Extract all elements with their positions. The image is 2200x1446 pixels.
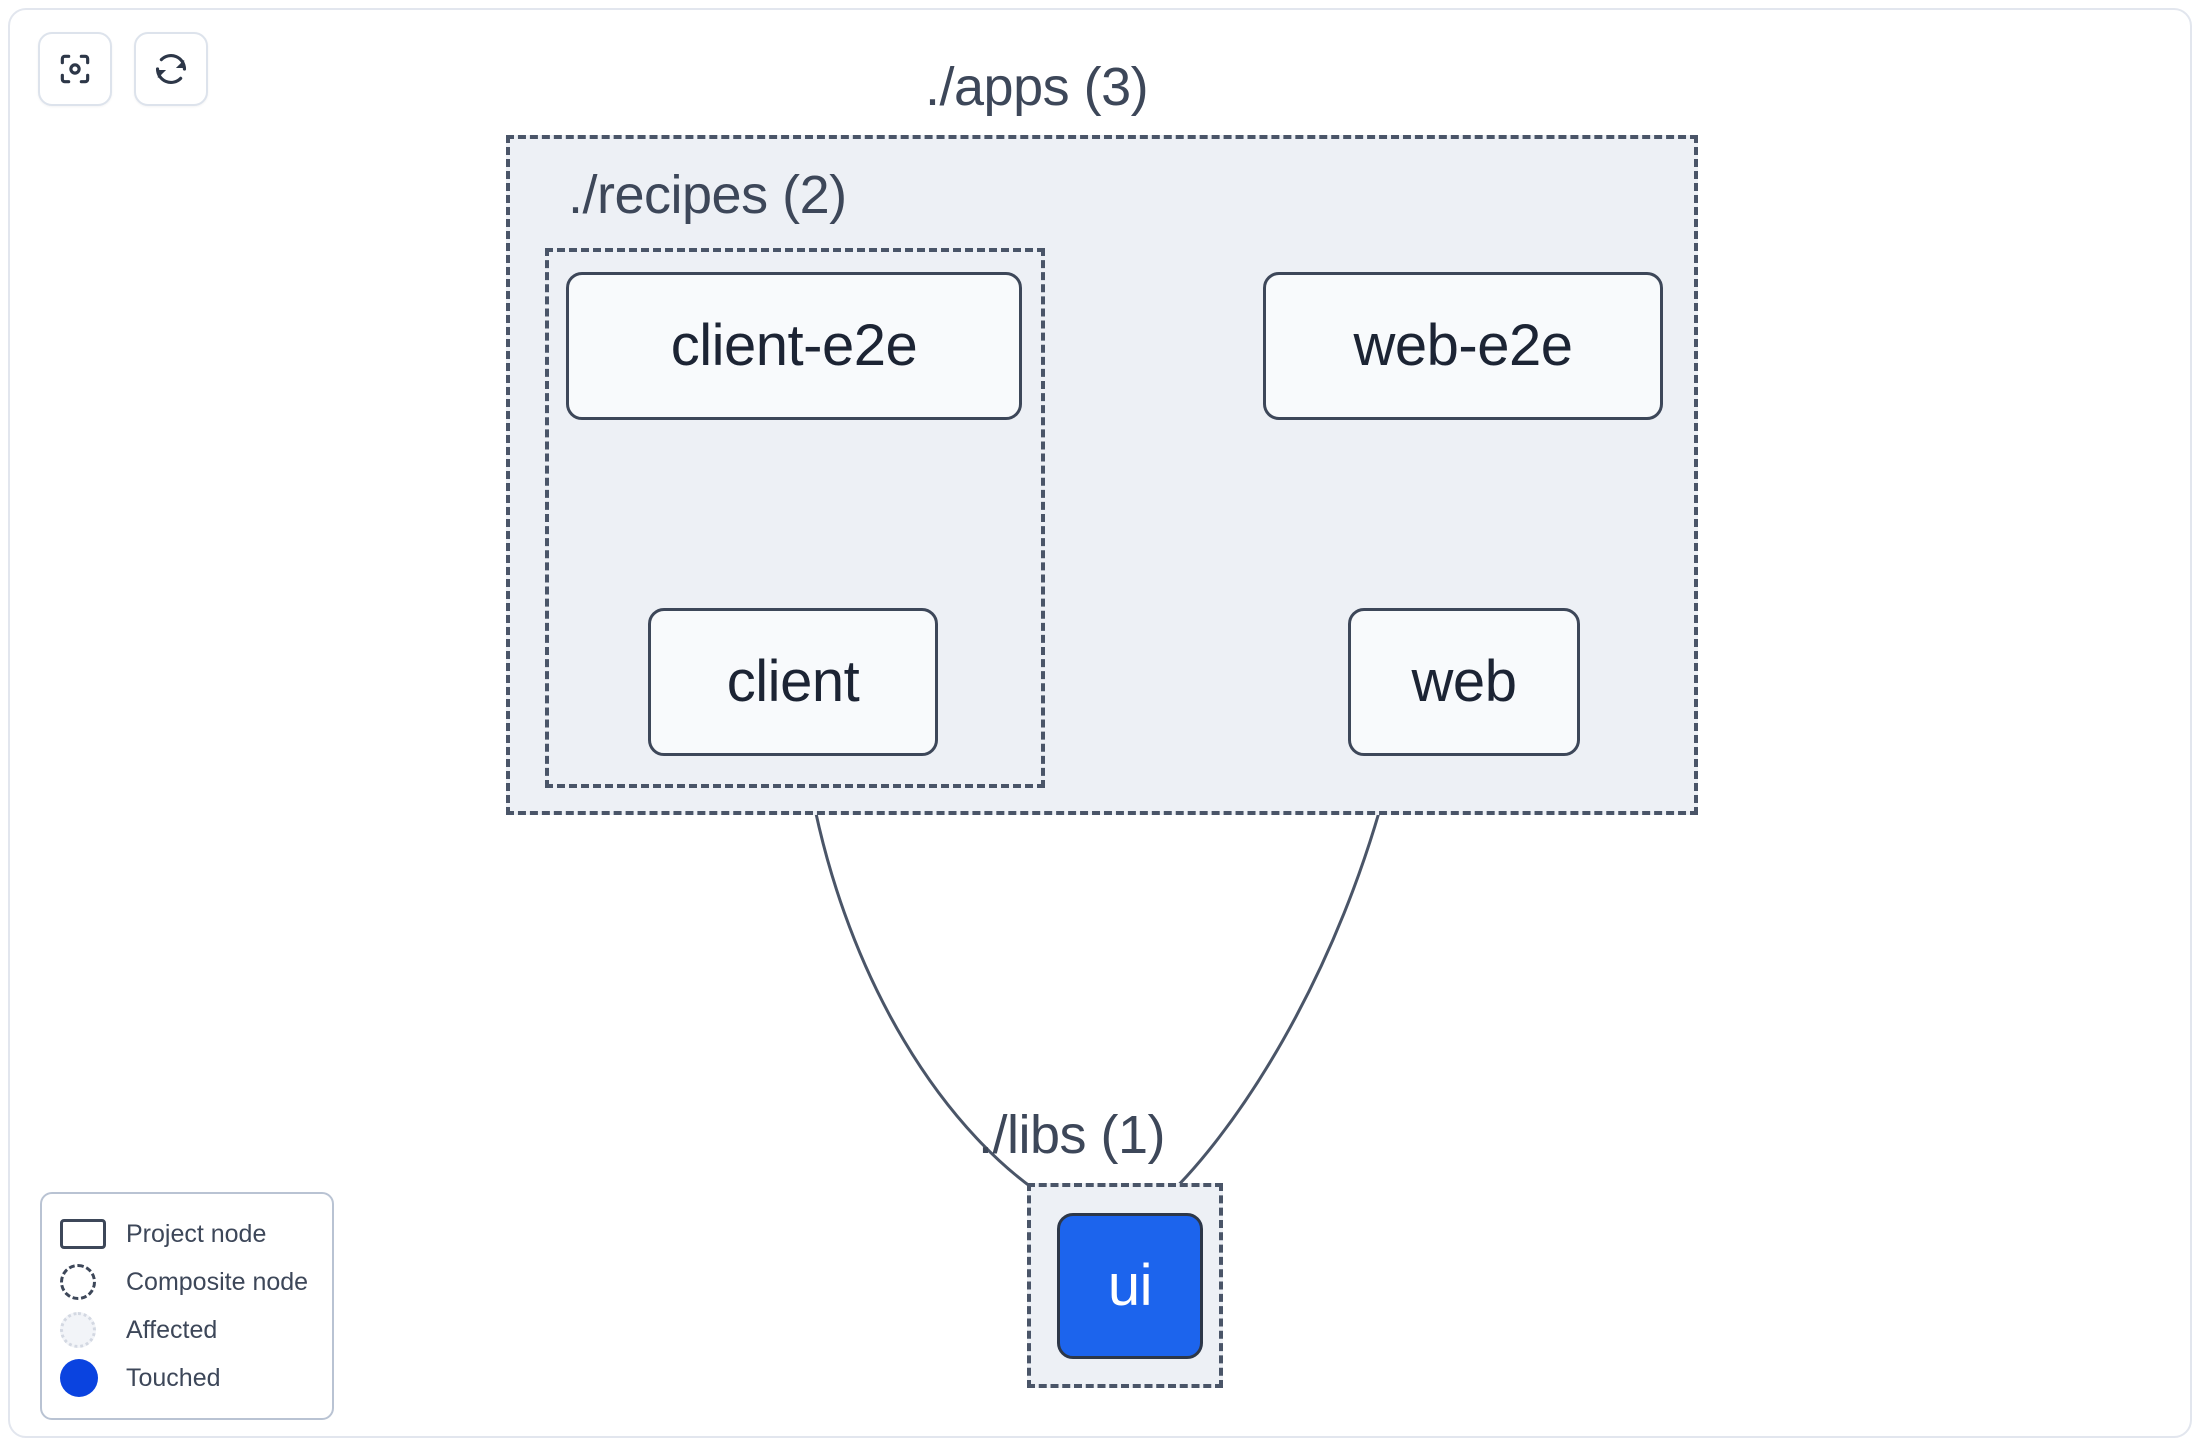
group-label-apps[interactable]: ./apps (3) — [925, 57, 1149, 117]
group-label-libs[interactable]: ./libs (1) — [978, 1105, 1166, 1165]
legend-label-composite-node: Composite node — [126, 1267, 309, 1296]
group-label-recipes[interactable]: ./recipes (2) — [568, 165, 847, 225]
legend-label-project-node: Project node — [126, 1219, 267, 1248]
composite-node-swatch — [60, 1264, 108, 1300]
legend-label-affected: Affected — [126, 1315, 218, 1344]
graph-toolbar — [38, 32, 208, 106]
project-node-client[interactable]: client — [648, 608, 938, 756]
legend-item-project-node: Project node — [60, 1210, 314, 1258]
project-node-ui[interactable]: ui — [1057, 1213, 1203, 1359]
project-node-web[interactable]: web — [1348, 608, 1580, 756]
project-node-swatch — [60, 1219, 108, 1249]
legend-item-touched: Touched — [60, 1354, 314, 1402]
refresh-graph-button[interactable] — [134, 32, 208, 106]
focus-graph-button[interactable] — [38, 32, 112, 106]
affected-swatch — [60, 1312, 108, 1348]
legend-label-touched: Touched — [126, 1363, 221, 1392]
focus-icon — [56, 50, 94, 88]
legend-item-composite-node: Composite node — [60, 1258, 314, 1306]
legend-item-affected: Affected — [60, 1306, 314, 1354]
refresh-icon — [152, 50, 190, 88]
legend-panel: Project node Composite node Affected Tou… — [40, 1192, 334, 1420]
project-node-web-e2e[interactable]: web-e2e — [1263, 272, 1663, 420]
project-node-client-e2e[interactable]: client-e2e — [566, 272, 1022, 420]
touched-swatch — [60, 1359, 108, 1397]
